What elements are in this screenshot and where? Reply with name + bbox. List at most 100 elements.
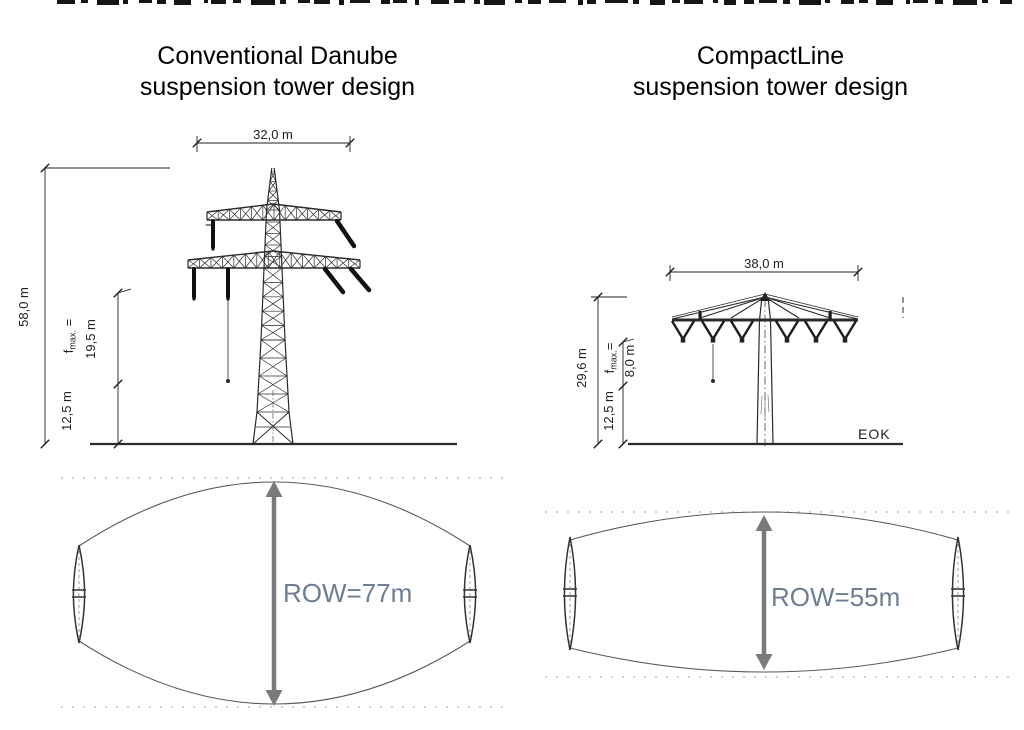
dimension-ticks-right <box>593 267 863 449</box>
dim-ground-clearance-left: 12,5 m <box>59 391 74 431</box>
v-insulator-strings <box>670 320 858 343</box>
dotted-boundary-lines-left <box>60 476 504 709</box>
right-title-line1: CompactLine <box>696 42 845 70</box>
cropped-glyph <box>935 0 943 4</box>
dim-fmax-label-left: fmax. = <box>61 319 78 353</box>
row-width-label-left: ROW=77m <box>283 578 412 608</box>
cropped-glyph <box>280 0 286 4</box>
tower-symbol-right-end <box>463 544 477 644</box>
cropped-glyph <box>783 0 790 4</box>
cropped-glyph <box>298 0 310 3</box>
cropped-glyph <box>799 0 821 5</box>
cropped-glyph <box>474 0 480 4</box>
cropped-glyph <box>251 0 275 5</box>
fmax-sub-right: max. <box>609 350 619 370</box>
dim-sag-left: 19,5 m <box>83 319 98 359</box>
row-width-arrow-right <box>755 515 773 670</box>
danube-tower-drawing <box>90 167 457 447</box>
tower-symbol-right-end <box>951 536 965 651</box>
cropped-glyph <box>650 0 665 5</box>
cropped-glyph <box>982 0 988 3</box>
cropped-glyph <box>174 0 191 5</box>
dim-crossarm-width-right: 38,0 m <box>744 256 784 271</box>
left-title-line2: suspension tower design <box>139 73 416 101</box>
fmax-f: f <box>61 349 76 353</box>
dim-crossarm-width-left: 32,0 m <box>253 127 293 142</box>
right-dimension-lines: 38,0 m 29,6 m fmax.= 8,0 m 12,5 m <box>574 256 863 449</box>
cropped-glyph <box>57 0 75 4</box>
cropped-glyph <box>841 0 854 4</box>
monopole <box>756 292 774 446</box>
cropped-glyph <box>484 0 505 5</box>
cropped-glyph <box>724 0 736 5</box>
tower-symbol-left-end <box>563 536 577 651</box>
sag-indicator-left <box>226 300 230 383</box>
cropped-glyph <box>157 0 166 4</box>
cropped-glyph <box>633 0 639 4</box>
left-dimension-lines: 32,0 m 58,0 m fmax. = 19,5 m 12,5 m <box>16 127 355 449</box>
fmax-eq-right: = <box>602 343 617 351</box>
cropped-glyph <box>381 0 390 4</box>
cropped-glyph <box>339 0 344 5</box>
cropped-glyph <box>906 0 910 4</box>
cropped-glyph <box>876 0 893 5</box>
row-top-arc-right <box>569 511 959 541</box>
ground-level-label: EOK <box>858 426 891 442</box>
cropped-glyph <box>233 0 241 3</box>
left-title-line1: Conventional Danube <box>157 42 398 70</box>
stay-lines <box>671 293 859 320</box>
cropped-glyph <box>431 0 449 4</box>
fmax-sub: max. <box>68 330 78 350</box>
cropped-glyph <box>913 0 928 3</box>
right-title: CompactLine suspension tower design <box>618 41 923 103</box>
cropped-glyph <box>744 0 754 4</box>
cropped-glyph <box>454 0 465 3</box>
cropped-glyph <box>139 0 152 3</box>
cropped-glyph <box>204 0 208 3</box>
cropped-glyph <box>672 0 680 3</box>
right-title-line2: suspension tower design <box>632 73 909 101</box>
row-diagram-compactline: ROW=55m <box>544 510 1010 679</box>
cropped-glyph <box>123 0 128 4</box>
dim-sag-right: 8,0 m <box>622 345 637 378</box>
lower-crossarm <box>187 250 361 269</box>
cropped-glyph <box>587 0 596 4</box>
dim-ground-clearance-right: 12,5 m <box>601 391 616 431</box>
fmax-eq: = <box>61 319 76 330</box>
cropped-glyph <box>713 0 718 3</box>
upper-crossarm <box>206 203 342 221</box>
left-title: Conventional Danube suspension tower des… <box>130 41 425 103</box>
cropped-glyph <box>350 0 370 3</box>
cropped-glyph <box>528 0 541 4</box>
cropped-glyph <box>81 0 88 3</box>
dim-fmax-label-right: fmax.= <box>602 343 619 374</box>
cropped-glyph <box>549 0 566 3</box>
row-width-arrow-left <box>265 481 283 706</box>
crossarm-beam <box>672 311 858 322</box>
fmax-f-right: f <box>602 369 617 373</box>
tower-symbol-left-end <box>72 544 86 644</box>
cropped-glyph <box>314 0 330 4</box>
row-diagram-conventional: ROW=77m <box>60 476 504 709</box>
cropped-glyph <box>578 0 583 5</box>
cropped-glyph <box>953 0 977 5</box>
cropped-glyph <box>415 0 419 5</box>
cropped-glyph <box>684 0 703 4</box>
cropped-text-strip <box>0 0 1024 6</box>
cropped-glyph <box>515 0 522 3</box>
cropped-glyph <box>211 0 226 4</box>
cropped-glyph <box>97 0 119 5</box>
cropped-glyph <box>825 0 830 3</box>
cropped-glyph <box>605 0 628 3</box>
dimension-ticks-left <box>40 138 355 449</box>
row-bottom-arc-right <box>569 647 959 673</box>
row-width-label-right: ROW=55m <box>771 582 900 612</box>
cropped-glyph <box>393 0 407 3</box>
cropped-glyph <box>759 0 777 3</box>
cropped-glyph <box>859 0 868 3</box>
dim-total-height-left: 58,0 m <box>16 287 31 327</box>
compactline-tower-drawing: EOK <box>628 292 904 446</box>
sag-indicator-right <box>711 344 715 383</box>
